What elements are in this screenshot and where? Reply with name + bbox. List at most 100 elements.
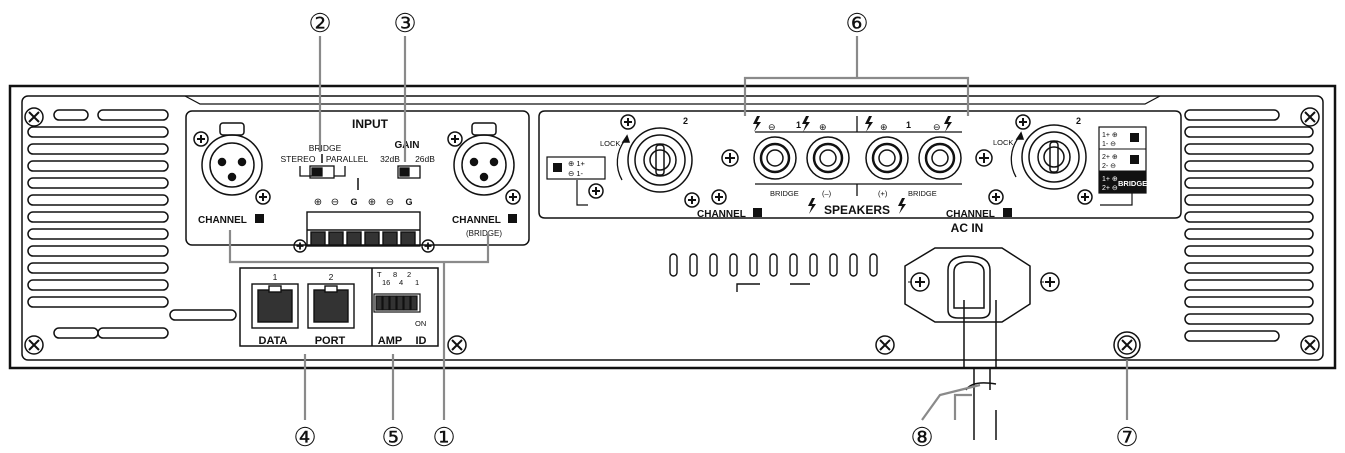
stereo-label: STEREO (281, 154, 316, 164)
callout-7: ⑦ (1115, 422, 1138, 452)
power-cable (963, 300, 997, 440)
screw-icon (910, 272, 930, 292)
input-channel-left-label: CHANNEL (198, 215, 247, 226)
screw-icon (1300, 107, 1320, 127)
chassis-screws (24, 107, 1320, 359)
mode-switch[interactable] (299, 165, 346, 179)
gain-label: GAIN (395, 140, 420, 151)
jack-left-number: 1 (796, 120, 801, 130)
legend-r2b: 2- ⊖ (1102, 163, 1116, 170)
phone-jack[interactable] (806, 136, 850, 180)
callout-8: ⑧ (910, 422, 933, 452)
dip-4-label: 4 (399, 278, 403, 287)
data-port-2-label: 2 (329, 272, 334, 282)
polarity-minus-icon: ⊖ (933, 122, 941, 132)
screw-icon (1113, 331, 1141, 359)
terminal-label: G (350, 197, 357, 207)
jack-right-number: 1 (906, 120, 911, 130)
legend-r3b: 2+ ⊖ (1102, 185, 1118, 192)
rj45-port-2[interactable] (307, 283, 355, 329)
input-section: INPUT BRIDGE STEREO PARALLEL (185, 110, 530, 253)
screw-icon (988, 189, 1004, 205)
xlr-left (193, 122, 271, 205)
minus-label: (–) (822, 189, 832, 198)
terminal-label: G (405, 197, 412, 207)
callout-1: ① (432, 422, 455, 452)
input-channel-right-label: CHANNEL (452, 215, 501, 226)
rj45-port-1[interactable] (251, 283, 299, 329)
callout-2: ② (308, 8, 331, 38)
screw-icon (721, 149, 739, 167)
euroblock-terminal[interactable] (293, 211, 435, 253)
screw-icon (447, 131, 463, 147)
screw-icon (620, 114, 636, 130)
screw-icon (293, 239, 307, 253)
dip-on-label: ON (415, 319, 426, 328)
speakers-channel-right-label: CHANNEL (946, 209, 995, 220)
port-label: PORT (315, 335, 346, 347)
ac-inlet: AC IN (904, 221, 1060, 440)
speakers-section: LOCK 2 ⊕ 1+ ⊖ 1- (538, 110, 1182, 220)
gain-32-label: 32dB (380, 154, 400, 164)
left-vents (27, 109, 237, 339)
screw-icon (421, 239, 435, 253)
input-title: INPUT (352, 117, 389, 131)
screw-icon (1015, 114, 1031, 130)
xlr-right (447, 122, 521, 205)
speakers-channel-left-label: CHANNEL (697, 209, 746, 220)
callout-4: ④ (293, 422, 316, 452)
speakon-right-number: 2 (1076, 116, 1081, 126)
legend-r3a: 1+ ⊕ (1102, 176, 1118, 183)
terminal-label: ⊕ (368, 197, 376, 208)
screw-icon (875, 335, 895, 355)
lock-left-label: LOCK (600, 139, 620, 148)
data-port-section: 1 2 DATA PORT T 16 8 4 2 1 ON AMP (239, 267, 439, 347)
bridge-right-label: BRIDGE (908, 189, 937, 198)
dip-8-label: 8 (393, 270, 397, 279)
center-vents (669, 253, 878, 292)
legend-r1a: 1+ ⊕ (1102, 132, 1118, 139)
right-legend: 1+ ⊕ 1- ⊖ 2+ ⊕ 2- ⊖ 1+ ⊕ 2+ ⊖ BRIDGE (1098, 126, 1147, 206)
data-port-1-label: 1 (273, 272, 278, 282)
dip-1-label: 1 (415, 278, 419, 287)
callout-8-leader (921, 383, 981, 421)
screw-icon (447, 335, 467, 355)
phone-jack[interactable] (753, 136, 797, 180)
bridge-left-label: BRIDGE (770, 189, 799, 198)
screw-icon (975, 149, 993, 167)
phone-jack[interactable] (918, 136, 962, 180)
speakon-right[interactable] (1010, 114, 1093, 205)
polarity-minus-icon: ⊖ (768, 122, 776, 132)
data-label: DATA (259, 335, 288, 347)
gain-switch[interactable] (397, 165, 421, 179)
terminal-label: ⊖ (386, 197, 394, 208)
lightning-icon (753, 116, 952, 214)
screw-icon (1077, 189, 1093, 205)
screw-icon (193, 131, 209, 147)
amp-id-dip-switch[interactable] (373, 293, 421, 313)
dip-t-label: T (377, 270, 382, 279)
phone-jack[interactable] (865, 136, 909, 180)
legend-left-1: ⊕ 1+ (568, 159, 586, 168)
gain-26-label: 26dB (415, 154, 435, 164)
amp-label: AMP (378, 335, 402, 347)
polarity-plus-icon: ⊕ (819, 122, 827, 132)
legend-r1b: 1- ⊖ (1102, 141, 1116, 148)
screw-icon (1300, 335, 1320, 355)
dip-16-label: 16 (382, 278, 390, 287)
callout-6: ⑥ (845, 8, 868, 38)
screw-icon (684, 192, 700, 208)
speakers-label: SPEAKERS (824, 203, 890, 217)
dip-2-label: 2 (407, 270, 411, 279)
speakon-left-number: 2 (683, 116, 688, 126)
right-vents (1184, 109, 1314, 342)
polarity-plus-icon: ⊕ (880, 122, 888, 132)
lock-right-label: LOCK (993, 138, 1013, 147)
left-legend: ⊕ 1+ ⊖ 1- (546, 156, 606, 206)
jack-group (711, 116, 1004, 205)
speakon-left[interactable] (616, 114, 700, 208)
ac-in-label: AC IN (951, 221, 984, 235)
terminal-label: ⊖ (331, 197, 339, 208)
input-bridge-sub-label: (BRIDGE) (466, 229, 502, 238)
